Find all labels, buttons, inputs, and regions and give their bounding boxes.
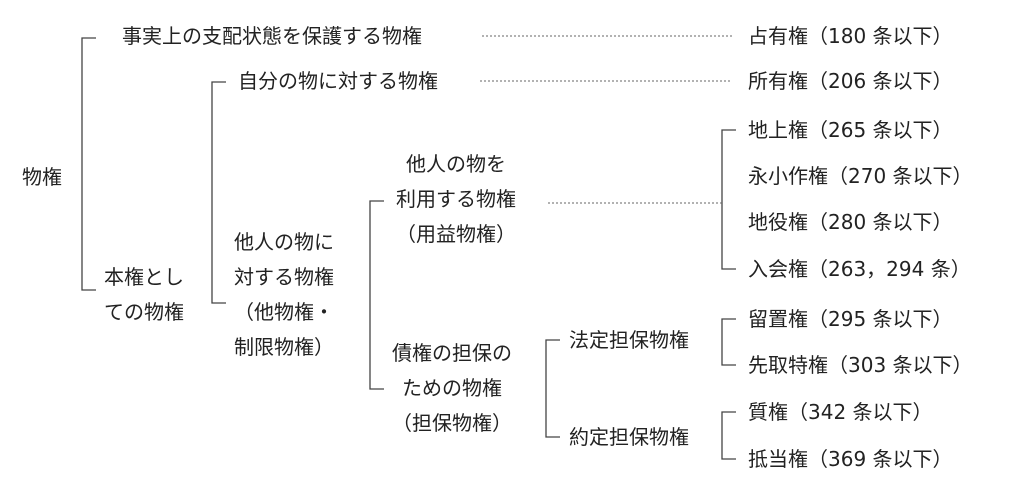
usufruct-right: 永小作権（270 条以下） [748, 164, 973, 188]
contractual-right: 質権（342 条以下） [748, 400, 933, 424]
possession-category: 事実上の支配状態を保護する物権 [122, 24, 422, 48]
real-rights-category: 本権とし ての物権 [104, 265, 184, 324]
contractual-rights-bracket [721, 411, 736, 460]
ownership-category: 自分の物に対する物権 [238, 69, 438, 93]
usufruct-category: 他人の物を 利用する物権 （用益物権） [396, 152, 516, 246]
usufruct-right: 入会権（263，294 条） [748, 257, 971, 281]
ownership-right: 所有権（206 条以下） [748, 69, 953, 93]
limited-rights-bracket [369, 200, 384, 390]
statutory-security-label: 法定担保物権 [569, 328, 689, 352]
contractual-security-label: 約定担保物権 [569, 425, 689, 449]
contractual-right: 抵当権（369 条以下） [748, 447, 953, 471]
limited-rights-category: 他人の物に 対する物権 （他物権・ 制限物権） [234, 230, 334, 359]
usufruct-right: 地上権（265 条以下） [748, 118, 953, 142]
real-rights-bracket [211, 81, 226, 304]
root-bracket [81, 37, 96, 291]
security-category: 債権の担保の ための物権 （担保物権） [392, 341, 512, 435]
statutory-rights-bracket [721, 318, 736, 366]
root-label: 物権 [22, 165, 62, 189]
statutory-right: 留置権（295 条以下） [748, 307, 953, 331]
security-bracket [545, 339, 560, 438]
statutory-right: 先取特権（303 条以下） [748, 353, 973, 377]
usufruct-right: 地役権（280 条以下） [748, 210, 953, 234]
possession-right: 占有権（180 条以下） [748, 24, 953, 48]
usufruct-rights-bracket [721, 129, 736, 270]
